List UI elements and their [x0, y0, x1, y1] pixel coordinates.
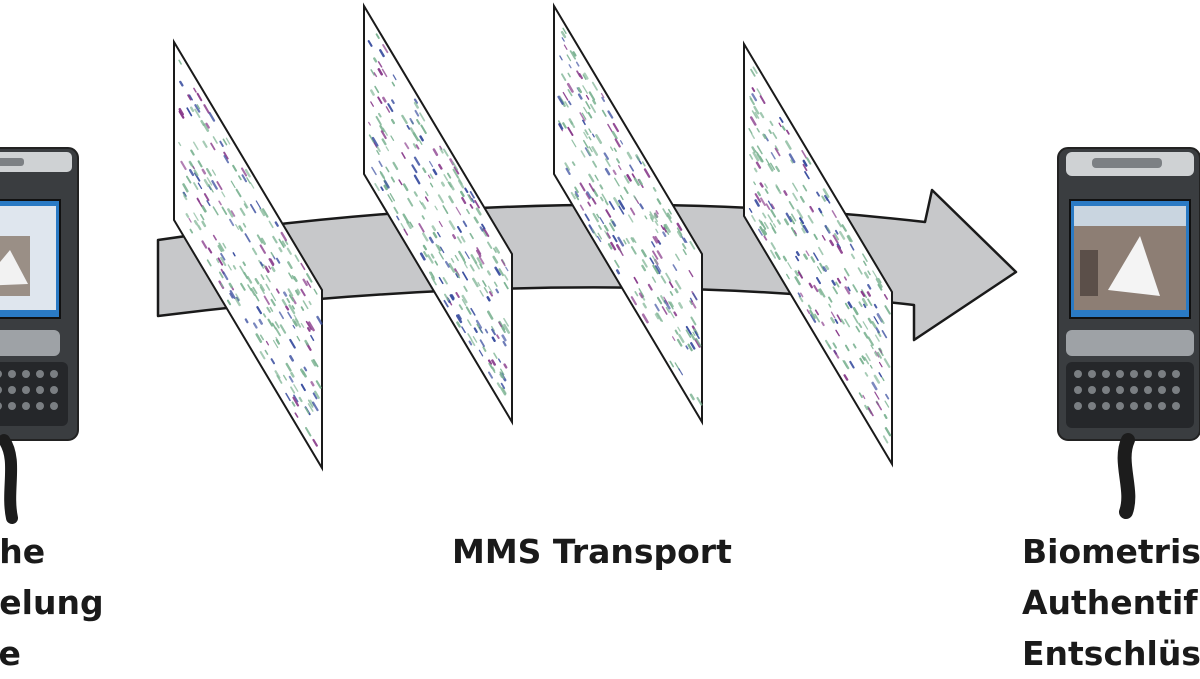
left-caption-line-1: sche [0, 532, 46, 571]
left-caption-line-2: sselung [0, 583, 104, 622]
right-caption-line-1: Biometris [1022, 532, 1200, 571]
encrypted-panel [363, 2, 513, 426]
encrypted-panel [743, 40, 893, 468]
receiver-phone [1057, 147, 1200, 519]
right-caption-line-3: Entschlüss [1022, 634, 1200, 673]
encrypted-panel [553, 2, 703, 426]
center-caption-text: MMS Transport [452, 532, 732, 571]
right-caption: Biometris Authentif Entschlüss [1022, 526, 1200, 679]
sender-phone [0, 147, 79, 524]
encrypted-panels [173, 2, 893, 472]
right-caption-line-2: Authentif [1022, 583, 1198, 622]
smartphone-icon [0, 147, 79, 524]
encrypted-panel [173, 38, 323, 472]
left-caption-line-3: are [0, 634, 21, 673]
smartphone-icon [1057, 147, 1200, 519]
left-caption: sche sselung are [0, 526, 104, 679]
center-caption: MMS Transport [452, 526, 732, 577]
